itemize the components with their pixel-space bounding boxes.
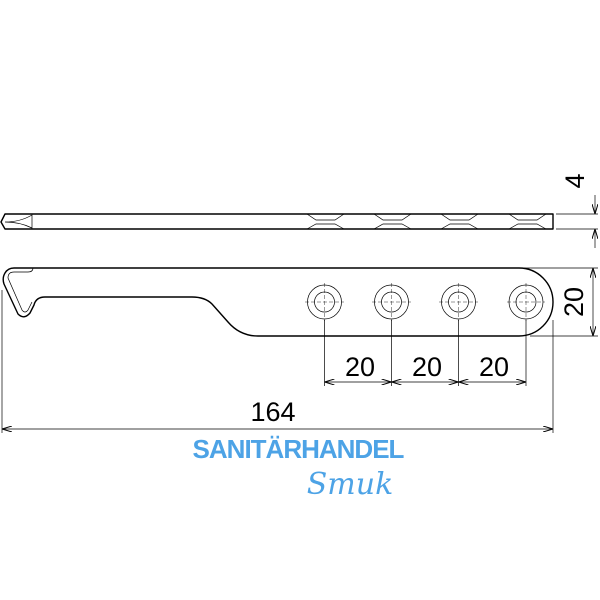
width-dimension: 20	[522, 267, 598, 337]
holes	[305, 283, 545, 321]
length-label: 164	[250, 397, 295, 427]
length-dimension: 164	[1, 290, 554, 433]
spacing-label: 20	[345, 352, 375, 382]
watermark-line2: Smuk	[307, 467, 394, 502]
spacing-label: 20	[479, 352, 509, 382]
hole	[507, 283, 545, 321]
hole-spacing-dimensions: 20 20 20	[324, 320, 527, 386]
side-view	[0, 213, 554, 230]
thickness-label: 4	[560, 173, 590, 188]
hole-section-marks	[306, 213, 547, 230]
plate-view	[2, 267, 554, 337]
hole	[305, 283, 344, 321]
watermark-line1: SANITÄRHANDEL	[193, 434, 405, 464]
hole	[372, 283, 411, 321]
watermark-logo: SANITÄRHANDEL Smuk	[193, 434, 406, 502]
thickness-dimension: 4	[556, 173, 598, 248]
hole	[439, 283, 478, 321]
width-label: 20	[559, 287, 589, 317]
spacing-label: 20	[412, 352, 442, 382]
